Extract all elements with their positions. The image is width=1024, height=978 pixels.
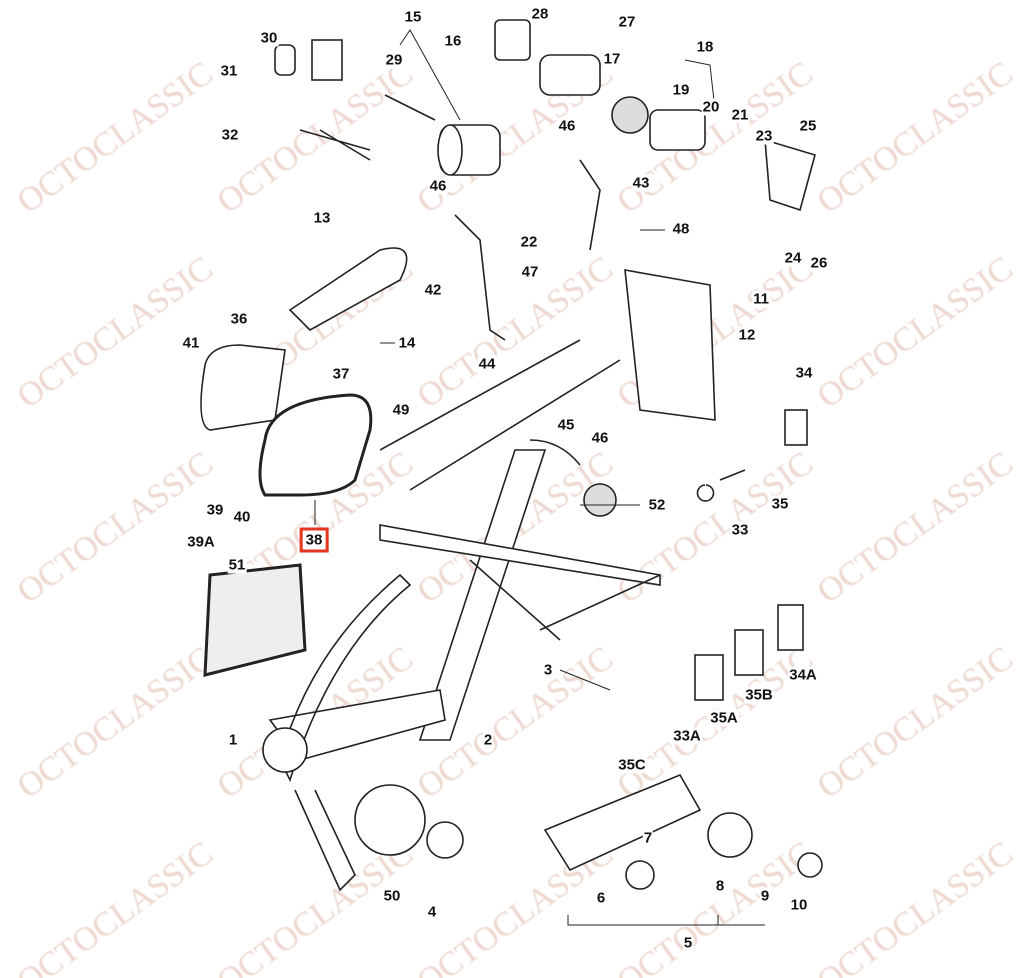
part-label: 22	[519, 233, 539, 251]
washer	[426, 821, 464, 859]
part-label: 40	[232, 508, 252, 526]
part-label: 28	[530, 5, 550, 23]
part-label: 30	[259, 29, 279, 47]
part-label: 10	[789, 896, 809, 914]
gear-sector-bottom	[294, 789, 356, 892]
part-label-highlighted: 38	[299, 527, 329, 553]
door-latch	[624, 269, 716, 421]
part-label: 9	[759, 887, 771, 905]
plate-35b	[734, 629, 764, 676]
part-label: 48	[671, 220, 691, 238]
crank-cap	[797, 852, 823, 878]
window-crank	[543, 773, 702, 872]
part-label: 25	[798, 117, 818, 135]
part-label: 47	[520, 263, 540, 281]
part-label: 35B	[744, 686, 774, 704]
part-label: 15	[403, 8, 423, 26]
leader-lines	[314, 29, 765, 926]
outer-handle	[288, 247, 408, 331]
part-label: 19	[671, 81, 691, 99]
crank-knob	[707, 812, 753, 858]
part-label: 33	[730, 521, 750, 539]
part-label: 49	[391, 401, 411, 419]
part-label: 24	[783, 249, 803, 267]
part-label: 29	[384, 51, 404, 69]
part-label: 11	[752, 290, 770, 308]
plate-35a	[694, 654, 724, 701]
part-label: 8	[714, 877, 726, 895]
part-label: 35A	[709, 709, 739, 727]
part-label: 17	[602, 50, 622, 68]
part-label: 34A	[788, 666, 818, 684]
part-label: 45	[556, 416, 576, 434]
striker-plate	[784, 409, 808, 446]
part-label: 39A	[186, 533, 216, 551]
part-label: 42	[423, 281, 443, 299]
regulator-pivot	[262, 727, 308, 773]
part-label: 31	[219, 62, 239, 80]
part-label: 44	[477, 355, 497, 373]
part-label: 4	[426, 903, 438, 921]
part-label: 51	[227, 556, 247, 574]
part-label: 12	[737, 326, 757, 344]
part-label: 18	[695, 38, 715, 56]
part-label: 36	[229, 310, 249, 328]
part-label: 3	[542, 661, 554, 679]
gear-sector	[279, 573, 412, 783]
regulator-slide	[379, 524, 661, 641]
part-label: 34	[794, 364, 814, 382]
regulator-arm	[418, 449, 547, 741]
striker-bolt	[696, 469, 746, 502]
part-label: 43	[631, 174, 651, 192]
cover-disc	[354, 784, 426, 856]
part-label: 27	[617, 13, 637, 31]
part-label: 2	[482, 731, 494, 749]
part-label: 1	[227, 731, 239, 749]
gasket	[203, 563, 307, 677]
part-label: 41	[181, 334, 201, 352]
part-label: 32	[220, 126, 240, 144]
crank-plug	[625, 860, 655, 890]
part-label: 35C	[617, 756, 647, 774]
part-label: 52	[647, 496, 667, 514]
part-label: 46	[557, 117, 577, 135]
part-label: 46	[590, 429, 610, 447]
part-label: 21	[730, 106, 750, 124]
part-label: 35	[770, 495, 790, 513]
roller	[583, 483, 617, 517]
part-label: 39	[205, 501, 225, 519]
part-label: 20	[701, 98, 721, 116]
inner-handle-seal	[258, 393, 373, 497]
key-cap	[274, 44, 296, 76]
lock-lever	[764, 138, 816, 212]
key-blank	[311, 39, 343, 81]
part-label: 23	[754, 127, 774, 145]
inner-handle-bezel	[200, 344, 286, 431]
keys	[299, 94, 436, 161]
door-lock-cylinder	[437, 124, 501, 176]
part-label: 6	[595, 889, 607, 907]
ignition-lock	[539, 54, 706, 151]
part-label: 37	[331, 365, 351, 383]
control-rods	[379, 159, 621, 491]
part-label: 13	[312, 209, 332, 227]
lock-housing	[494, 19, 531, 61]
part-label: 7	[642, 829, 654, 847]
part-label: 50	[382, 887, 402, 905]
part-label: 14	[397, 334, 417, 352]
part-label: 16	[443, 32, 463, 50]
part-label: 33A	[672, 727, 702, 745]
part-label: 5	[682, 934, 694, 952]
plate-34a	[777, 604, 804, 651]
part-label: 46	[428, 177, 448, 195]
part-label: 26	[809, 254, 829, 272]
